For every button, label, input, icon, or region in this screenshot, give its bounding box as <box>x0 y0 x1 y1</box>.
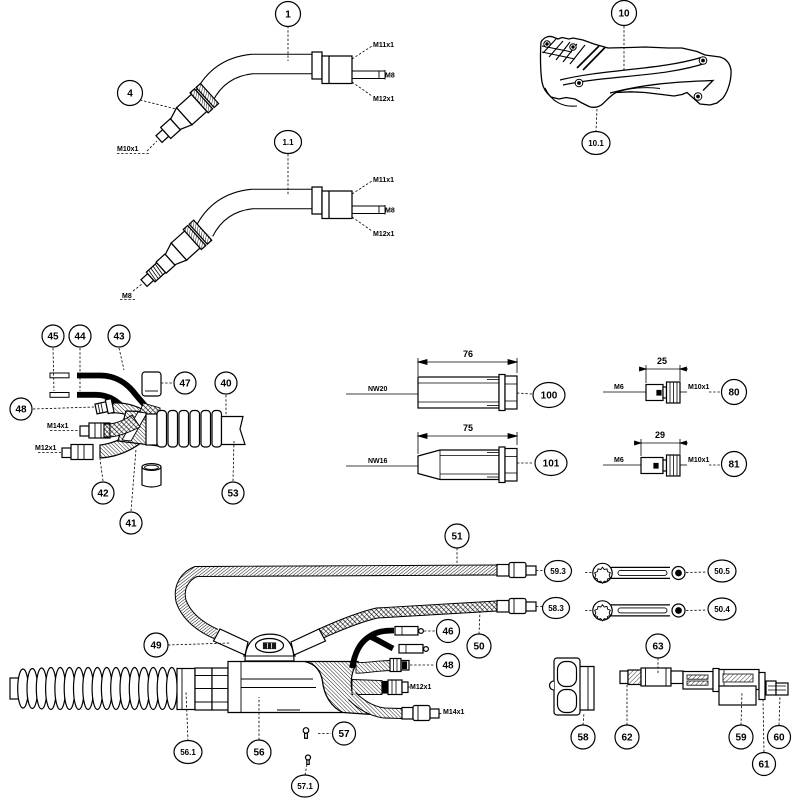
svg-text:81: 81 <box>728 460 740 471</box>
svg-text:57: 57 <box>338 729 350 740</box>
svg-text:M10x1: M10x1 <box>688 457 710 464</box>
svg-text:1.1: 1.1 <box>282 138 294 147</box>
svg-text:61: 61 <box>758 760 770 771</box>
svg-text:60: 60 <box>773 733 785 744</box>
svg-text:75: 75 <box>463 423 473 433</box>
svg-text:56: 56 <box>253 748 265 759</box>
svg-text:M6: M6 <box>614 384 624 391</box>
svg-text:58.3: 58.3 <box>548 604 564 613</box>
svg-text:59: 59 <box>735 733 747 744</box>
svg-text:44: 44 <box>74 332 86 343</box>
svg-text:M12x1: M12x1 <box>373 96 395 103</box>
svg-text:1: 1 <box>285 10 291 21</box>
svg-text:58: 58 <box>577 733 589 744</box>
svg-text:M12x1: M12x1 <box>373 231 395 238</box>
svg-text:76: 76 <box>463 349 473 359</box>
svg-text:59.3: 59.3 <box>550 567 566 576</box>
svg-text:57.1: 57.1 <box>297 782 313 791</box>
svg-text:47: 47 <box>179 379 191 390</box>
svg-text:45: 45 <box>47 332 59 343</box>
svg-text:56.1: 56.1 <box>180 748 196 757</box>
svg-text:50.4: 50.4 <box>714 605 730 614</box>
svg-text:25: 25 <box>657 356 667 366</box>
svg-text:43: 43 <box>113 332 125 343</box>
svg-text:M10x1: M10x1 <box>688 384 710 391</box>
svg-text:80: 80 <box>728 388 740 399</box>
svg-text:100: 100 <box>541 391 558 402</box>
svg-text:29: 29 <box>655 430 665 440</box>
svg-text:M10x1: M10x1 <box>117 146 139 153</box>
svg-text:51: 51 <box>451 532 463 543</box>
svg-text:M11x1: M11x1 <box>373 42 394 49</box>
svg-text:50.5: 50.5 <box>714 567 730 576</box>
svg-text:M12x1: M12x1 <box>35 445 57 452</box>
svg-text:49: 49 <box>150 641 162 652</box>
svg-text:NW16: NW16 <box>368 458 388 465</box>
svg-text:NW20: NW20 <box>368 386 388 393</box>
svg-text:M8: M8 <box>385 73 395 80</box>
svg-text:62: 62 <box>621 733 633 744</box>
svg-text:M12x1: M12x1 <box>410 684 432 691</box>
svg-text:46: 46 <box>442 627 454 638</box>
svg-text:40: 40 <box>220 379 232 390</box>
svg-text:10: 10 <box>618 9 630 20</box>
svg-text:50: 50 <box>473 642 485 653</box>
svg-text:M14x1: M14x1 <box>443 709 465 716</box>
svg-text:M6: M6 <box>614 457 624 464</box>
svg-text:63: 63 <box>652 642 664 653</box>
svg-text:4: 4 <box>127 89 133 100</box>
svg-text:M11x1: M11x1 <box>373 177 394 184</box>
svg-text:M8: M8 <box>385 208 395 215</box>
svg-text:53: 53 <box>227 489 239 500</box>
svg-text:M14x1: M14x1 <box>47 423 69 430</box>
svg-text:41: 41 <box>125 519 137 530</box>
svg-text:48: 48 <box>442 661 454 672</box>
svg-text:42: 42 <box>97 489 109 500</box>
svg-text:M8: M8 <box>122 293 132 300</box>
svg-text:48: 48 <box>15 405 27 416</box>
svg-text:101: 101 <box>543 459 560 470</box>
svg-text:10.1: 10.1 <box>588 139 604 148</box>
